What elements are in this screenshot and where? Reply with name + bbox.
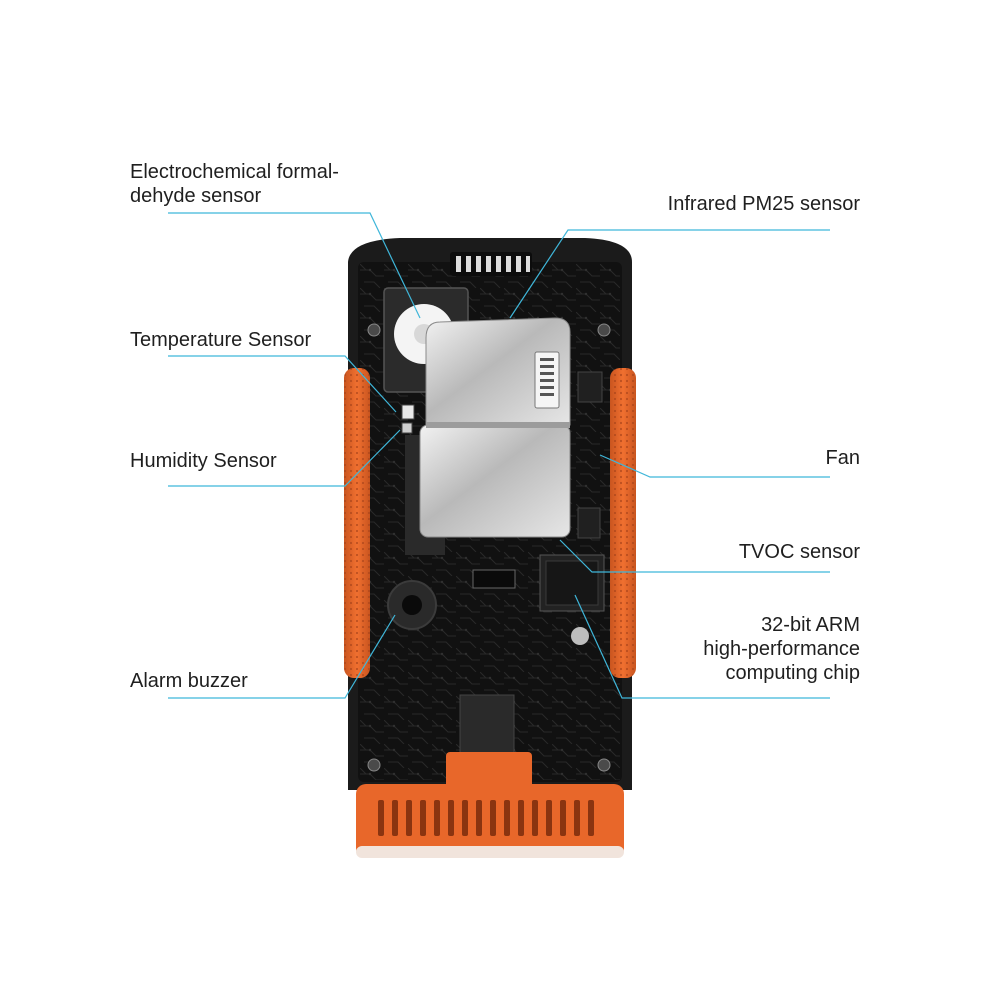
pm25-sensor-module <box>405 317 571 555</box>
leader-line-formaldehyde <box>168 212 421 319</box>
leader-line-alarm <box>168 614 396 699</box>
fan-chip <box>577 507 601 539</box>
vent-icon <box>450 252 532 276</box>
label-alarm-buzzer: Alarm buzzer <box>130 670 248 692</box>
leader-line-fan <box>599 454 830 478</box>
leader-line-tvoc <box>559 539 830 573</box>
leader-line-temperature <box>168 355 397 413</box>
label-arm-chip: 32-bit ARM high-performance computing ch… <box>703 613 860 685</box>
label-arm-line2: high-performance <box>703 638 860 660</box>
bottom-cap <box>356 752 624 858</box>
label-formaldehyde-line2: dehyde sensor <box>130 185 262 207</box>
screw-icon <box>367 323 611 772</box>
fan-chip <box>577 371 603 403</box>
label-arm-line1: 32-bit ARM <box>761 614 860 636</box>
leader-line-humidity <box>168 429 401 487</box>
label-formaldehyde-line1: Electrochemical formal- <box>130 161 339 183</box>
label-formaldehyde-sensor: Electrochemical formal- dehyde sensor <box>130 160 339 208</box>
connector <box>472 569 516 589</box>
mesh-pad <box>459 694 515 758</box>
leader-line-arm <box>574 594 830 699</box>
temperature-sensor-chip <box>401 404 415 420</box>
label-fan: Fan <box>825 447 860 469</box>
label-pm25-sensor: Infrared PM25 sensor <box>667 193 860 215</box>
label-arm-line3: computing chip <box>725 662 860 684</box>
label-humidity-sensor: Humidity Sensor <box>130 450 277 472</box>
alarm-buzzer <box>387 580 437 630</box>
leader-line-pm25 <box>509 229 830 319</box>
arm-chip <box>539 554 605 612</box>
side-grips <box>344 368 636 678</box>
label-temperature-sensor: Temperature Sensor <box>130 329 312 351</box>
label-tvoc-sensor: TVOC sensor <box>738 541 860 563</box>
capacitor <box>571 627 589 645</box>
humidity-sensor-chip <box>401 422 413 434</box>
